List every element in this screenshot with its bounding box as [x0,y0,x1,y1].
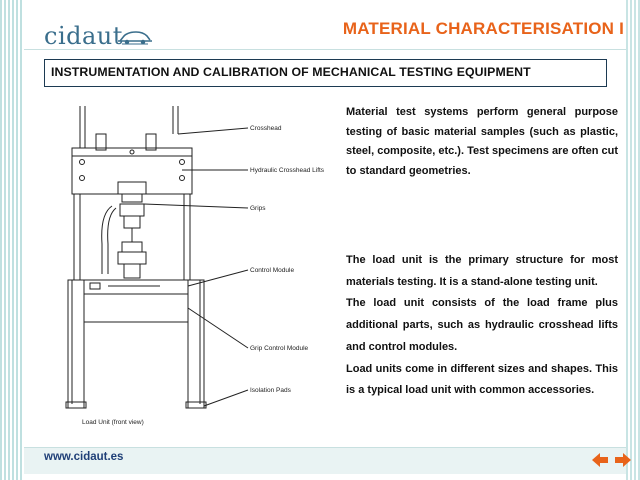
arrow-right-icon[interactable] [612,449,634,471]
label-crosshead: Crosshead [250,125,282,132]
intro-paragraph: Material test systems perform general pu… [346,106,618,177]
section-subtitle: INSTRUMENTATION AND CALIBRATION OF MECHA… [51,65,531,79]
arrow-left-icon[interactable] [589,449,611,471]
right-decorative-stripes [626,0,640,480]
footer-band [24,448,626,474]
label-hydraulic-lifts: Hydraulic Crosshead Lifts [250,167,325,174]
load-unit-line-3: Load units come in different sizes and s… [346,362,618,397]
load-unit-paragraph: The load unit is the primary structure f… [346,250,618,402]
load-unit-diagram: Crosshead Hydraulic Crosshead Lifts Grip… [65,106,325,426]
label-grip-control-module: Grip Control Module [250,345,309,352]
page-title: MATERIAL CHARACTERISATION I [342,19,624,38]
label-grips: Grips [250,205,266,212]
label-isolation-pads: Isolation Pads [250,387,292,394]
diagram-caption: Load Unit (front view) [82,419,144,426]
load-unit-line-1: The load unit is the primary structure f… [346,254,618,288]
cidaut-logo-text: cidaut [44,22,123,50]
subtitle-box: INSTRUMENTATION AND CALIBRATION OF MECHA… [44,59,607,87]
car-logo-icon [118,31,152,45]
left-decorative-stripes [0,0,24,480]
footer-url: www.cidaut.es [44,451,124,463]
load-unit-line-2: The load unit consists of the load frame… [346,297,618,353]
footer-divider [24,447,626,448]
label-control-module: Control Module [250,267,294,274]
header-divider [24,49,626,50]
